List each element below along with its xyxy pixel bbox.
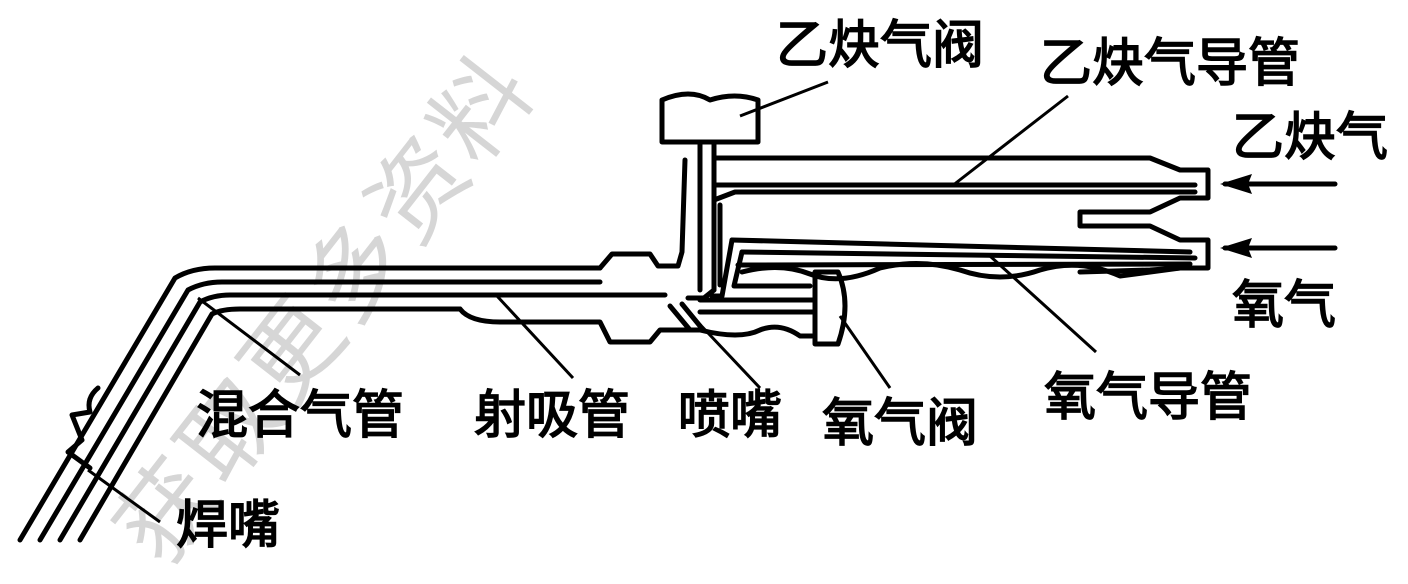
label-welding-tip: 焊嘴 bbox=[176, 495, 281, 556]
label-nozzle: 喷嘴 bbox=[678, 385, 783, 446]
handle-wave bbox=[739, 261, 1183, 282]
nozzle-mark bbox=[667, 301, 703, 333]
oxygen-tube-top bbox=[729, 237, 1193, 255]
tip-line-2 bbox=[37, 279, 603, 543]
label-acetylene-tube: 乙炔气导管 bbox=[1040, 33, 1301, 94]
tip-line-4 bbox=[77, 306, 463, 543]
leader-oxygen-valve bbox=[838, 315, 892, 389]
oxygen-tube-left bbox=[709, 237, 735, 299]
mixer-lower bbox=[457, 306, 703, 345]
label-oxygen-tube: 氧气导管 bbox=[1044, 367, 1253, 428]
label-acetylene-gas: 乙炔气 bbox=[1232, 107, 1389, 168]
leader-acetylene-valve bbox=[739, 80, 829, 118]
leader-nozzle bbox=[690, 314, 762, 390]
acetylene-valve-body bbox=[659, 91, 761, 145]
welding-torch-diagram: 获取更多资料 bbox=[17, 15, 1389, 584]
label-injector-tube: 射吸管 bbox=[474, 385, 631, 446]
leader-acetylene-tube bbox=[951, 94, 1069, 188]
oxygen-tube-inner bbox=[735, 261, 1193, 268]
acetylene-tube-outer bbox=[711, 155, 1211, 275]
leader-oxygen-tube bbox=[988, 254, 1098, 354]
tip-bump bbox=[65, 385, 101, 471]
acetylene-tube-inner-bottom bbox=[711, 189, 1198, 203]
oxygen-valve-stem bbox=[697, 297, 818, 315]
valve-stem bbox=[697, 139, 717, 293]
label-mixing-tube: 混合气管 bbox=[196, 385, 405, 446]
leader-injector-tube bbox=[495, 294, 575, 380]
oxygen-tube-mid bbox=[739, 249, 1198, 261]
mixer-upper bbox=[597, 157, 688, 271]
torch-drawing bbox=[17, 80, 1338, 543]
leader-welding-tip bbox=[87, 468, 161, 524]
acetylene-arrowhead bbox=[1220, 174, 1252, 194]
oxygen-arrowhead bbox=[1220, 238, 1252, 258]
label-acetylene-valve: 乙炔气阀 bbox=[776, 15, 985, 76]
label-oxygen-valve: 氧气阀 bbox=[822, 393, 979, 454]
tip-line-3 bbox=[57, 292, 668, 543]
tip-line-1 bbox=[17, 265, 603, 543]
leader-mixing-tube bbox=[197, 296, 301, 377]
oxygen-valve bbox=[812, 269, 848, 347]
oxygen-tube-left2 bbox=[731, 249, 813, 289]
label-oxygen-gas: 氧气 bbox=[1232, 275, 1337, 336]
handle-wave-lower bbox=[697, 324, 815, 339]
